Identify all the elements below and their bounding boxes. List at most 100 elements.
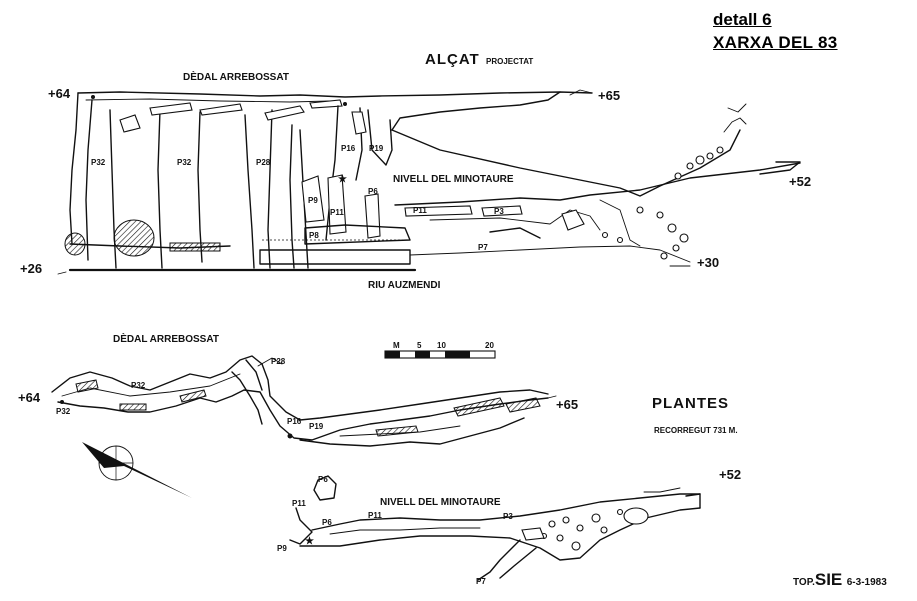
shaft-p6-block (364, 193, 381, 239)
shaft-p32b-wall-1 (157, 109, 163, 269)
scale-tick-5: 5 (417, 341, 422, 350)
shaft-p28-wall-3 (289, 124, 295, 269)
shaft-p32a-wall-1 (85, 99, 93, 261)
scale-tick-20: 20 (485, 341, 494, 350)
elevation-ceiling-inner (85, 98, 331, 103)
plan-tick-right (547, 395, 557, 399)
shaft-p32a-label: P32 (91, 158, 106, 167)
plan-marker-left: +64 (18, 390, 41, 405)
shaft-p8-label: P8 (309, 231, 319, 240)
ceiling-block-1 (119, 114, 141, 133)
ceiling-block-2 (149, 102, 193, 116)
shaft-p7-label: P7 (478, 243, 488, 252)
plan-lower-wall (299, 417, 525, 447)
plan-minotaure-end-sketch (643, 487, 681, 493)
shaft-p28-wall-2 (267, 109, 273, 269)
shaft-p19-label: P19 (369, 144, 384, 153)
minotaure-lower-passage (429, 209, 601, 231)
plan-shaft-p28-label: P28 (271, 357, 286, 366)
minotaure-right-end (759, 161, 801, 175)
ceiling-block-3 (199, 103, 243, 116)
network-label: XARXA DEL 83 (713, 33, 838, 52)
elevation-section: ALÇAT PROJECTAT DÈDAL ARREBOSSAT +64 +65… (20, 51, 811, 291)
plan-hatched-6 (75, 379, 99, 393)
elevation-tick-left (57, 271, 67, 275)
ceiling-block-4 (264, 105, 305, 121)
minotaure-floor (394, 162, 801, 206)
plan-gallery-mid-label: NIVELL DEL MINOTAURE (380, 497, 501, 508)
shaft-p9-label: P9 (308, 196, 318, 205)
shaft-p19-walls (367, 109, 393, 166)
elevation-star-icon: ★ (338, 174, 347, 185)
plan-section: DÈDAL ARREBOSSAT PLANTES RECORREGUT 731 … (18, 332, 741, 586)
elevation-tick-right (569, 89, 593, 96)
elevation-dot-left (91, 95, 95, 99)
plan-shaft-p11b-label: P11 (368, 511, 382, 520)
plan-shaft-p3-label: P3 (503, 512, 513, 521)
elevation-subtitle: PROJECTAT (486, 57, 533, 66)
elevation-river-label: RIU AUZMENDI (368, 280, 441, 291)
plan-shaft-p6a-label: P6 (318, 475, 328, 484)
plan-dedal-wall-bottom (57, 389, 549, 441)
shaft-p32b-wall-2 (197, 111, 203, 263)
plan-p11a-wall (289, 507, 313, 545)
plan-star-icon: ★ (305, 536, 314, 547)
plan-dedal-loop (245, 359, 263, 391)
shaft-p11b-block (404, 205, 473, 217)
shaft-p7-line (489, 227, 541, 239)
shaft-p11a-block (327, 174, 347, 235)
plan-marker-right: +65 (556, 397, 578, 412)
plan-surveyed-length: RECORREGUT 731 M. (654, 426, 738, 435)
signature-prefix: TOP. (793, 577, 815, 588)
plan-p7-branch-2 (499, 547, 537, 579)
elevation-right-sketch-2 (727, 103, 747, 113)
plan-p7-branch-1 (477, 539, 521, 581)
survey-signature: TOP.SIE 6-3-1983 (793, 570, 887, 590)
elevation-boulders (599, 103, 747, 260)
shaft-p11a-label: P11 (330, 208, 344, 217)
signature-date: 6-3-1983 (846, 577, 887, 588)
plan-shaft-p9-label: P9 (277, 544, 287, 553)
plan-gallery-top-label: DÈDAL ARREBOSSAT (113, 332, 219, 345)
plan-hatched-4 (179, 389, 207, 403)
plan-minotaure-wall-top (311, 493, 701, 531)
plan-p28-mark (257, 357, 283, 367)
plan-shaft-p32b-label: P32 (131, 381, 146, 390)
plan-hatched-5 (119, 403, 147, 411)
plan-dot-left (60, 400, 64, 404)
plan-title: PLANTES (652, 395, 729, 412)
ceiling-block-5 (309, 99, 343, 109)
plan-minotaure-inner (329, 527, 481, 535)
shaft-p32b-label: P32 (177, 158, 192, 167)
plan-shaft-p6b-label: P6 (322, 518, 332, 527)
plan-marker-right-low: +52 (719, 467, 741, 482)
shaft-p3-block (481, 205, 523, 217)
elevation-marker-left-top: +64 (48, 86, 71, 101)
plan-shaft-p19-label: P19 (309, 422, 324, 431)
plan-hatched-1 (453, 397, 505, 417)
plan-boulders (540, 507, 649, 551)
elevation-left-wall (69, 92, 79, 245)
scale-tick-10: 10 (437, 341, 446, 350)
north-arrow-icon (82, 442, 192, 498)
minotaure-ceiling (391, 129, 741, 197)
hatched-floor-1 (64, 232, 86, 256)
plan-shaft-p16-label: P16 (287, 417, 302, 426)
elevation-gallery-top-label: DÈDAL ARREBOSSAT (183, 70, 289, 83)
shaft-p16-label: P16 (341, 144, 356, 153)
plan-shaft-p7-label: P7 (476, 577, 486, 586)
elevation-marker-right-mid: +52 (789, 174, 811, 189)
signature-team: SIE (814, 570, 843, 589)
elevation-right-sketch (723, 117, 747, 133)
plan-p6a-chamber (313, 475, 337, 501)
elevation-title: ALÇAT (425, 51, 480, 68)
elevation-ceiling-line (77, 91, 593, 98)
shaft-p9-block (301, 175, 325, 223)
minotaure-boulder (561, 209, 585, 231)
shaft-p28-wall-1 (244, 114, 255, 269)
scale-bar: M 5 10 20 (384, 341, 496, 359)
plan-dedal-branch (231, 371, 263, 425)
plan-minotaure-end (685, 493, 701, 509)
shaft-p32a-wall-2 (109, 109, 117, 269)
shaft-p6-label: P6 (368, 187, 378, 196)
